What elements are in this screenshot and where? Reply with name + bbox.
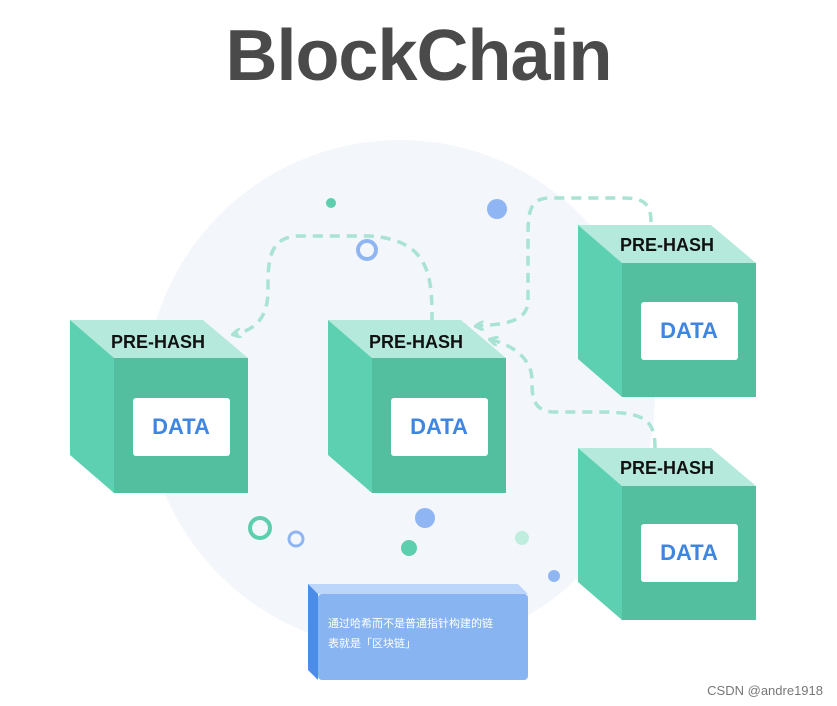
block-2: PRE-HASH DATA — [328, 320, 506, 493]
cube-top — [70, 320, 248, 358]
block-1: PRE-HASH DATA — [70, 320, 248, 493]
cube-top — [578, 225, 756, 263]
data-panel — [641, 524, 738, 582]
link-arrow-4-to-2 — [492, 340, 657, 449]
note-box-top — [308, 584, 528, 594]
deco-dot — [548, 570, 560, 582]
deco-dot — [326, 198, 336, 208]
data-panel — [641, 302, 738, 360]
note-box-front — [318, 594, 528, 680]
data-panel — [391, 398, 488, 456]
note-text: 通过哈希而不是普通指针构建的链 表就是「区块链」 — [328, 614, 518, 654]
block-4: PRE-HASH DATA — [578, 448, 756, 620]
deco-dot — [401, 540, 417, 556]
deco-dot — [487, 199, 507, 219]
block-data: DATA — [660, 540, 718, 565]
block-header: PRE-HASH — [620, 458, 714, 478]
link-arrow-3-to-2 — [478, 196, 653, 326]
deco-ring — [287, 530, 305, 548]
page-title: BlockChain — [225, 16, 612, 96]
deco-dot — [415, 508, 435, 528]
block-data: DATA — [410, 414, 468, 439]
note-box — [308, 584, 528, 680]
block-header: PRE-HASH — [369, 332, 463, 352]
cube-top — [578, 448, 756, 486]
cube-top — [328, 320, 506, 358]
link-arrow-2-to-1 — [235, 234, 434, 334]
deco-dot — [515, 531, 529, 545]
cube-side — [578, 448, 622, 620]
block-3: PRE-HASH DATA — [578, 225, 756, 397]
data-panel — [133, 398, 230, 456]
cube-side — [70, 320, 114, 493]
deco-ring — [248, 516, 272, 540]
block-data: DATA — [660, 318, 718, 343]
note-line-1: 通过哈希而不是普通指针构建的链 — [328, 617, 493, 630]
watermark: CSDN @andre1918 — [707, 683, 823, 698]
cube-side — [578, 225, 622, 397]
cube-side — [328, 320, 372, 493]
block-data: DATA — [152, 414, 210, 439]
note-box-side — [308, 584, 318, 680]
block-header: PRE-HASH — [111, 332, 205, 352]
note-line-2: 表就是「区块链」 — [328, 637, 416, 650]
block-header: PRE-HASH — [620, 235, 714, 255]
deco-ring — [356, 239, 378, 261]
